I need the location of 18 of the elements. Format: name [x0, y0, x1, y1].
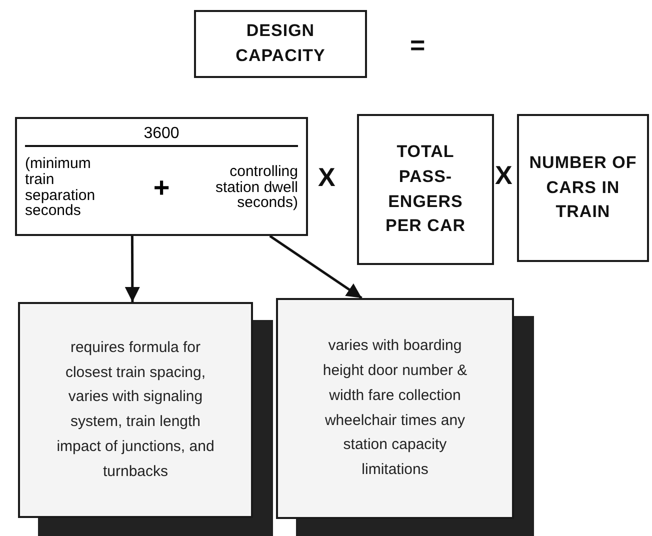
plus-sign: + — [152, 172, 171, 204]
formula-term: controlling station dwell seconds) — [214, 164, 298, 212]
formula-box — [15, 117, 308, 236]
numerator: 3600 — [25, 125, 298, 147]
term-box — [517, 114, 649, 262]
term-label: NUMBER OF CARS IN TRAIN — [528, 152, 638, 224]
note-text: varies with boarding height door number & width fare collection wheelchair times any station capacity limitations — [322, 336, 468, 480]
operator-sign: = — [410, 30, 426, 61]
arrow — [269, 234, 362, 300]
term-box — [357, 114, 494, 265]
term-box — [194, 10, 367, 78]
arrow — [124, 236, 140, 302]
term-label: TOTAL PASS- ENGERS PER CAR — [384, 141, 466, 238]
operator-sign: X — [495, 160, 512, 191]
operator-sign: X — [318, 162, 336, 193]
term-label: DESIGN CAPACITY — [234, 20, 326, 67]
note-text: requires formula for closest train spacing, varies with signaling system, train length impact of junctions, and turnbacks — [56, 338, 216, 482]
formula-term: (minimum train separation seconds — [25, 156, 96, 219]
